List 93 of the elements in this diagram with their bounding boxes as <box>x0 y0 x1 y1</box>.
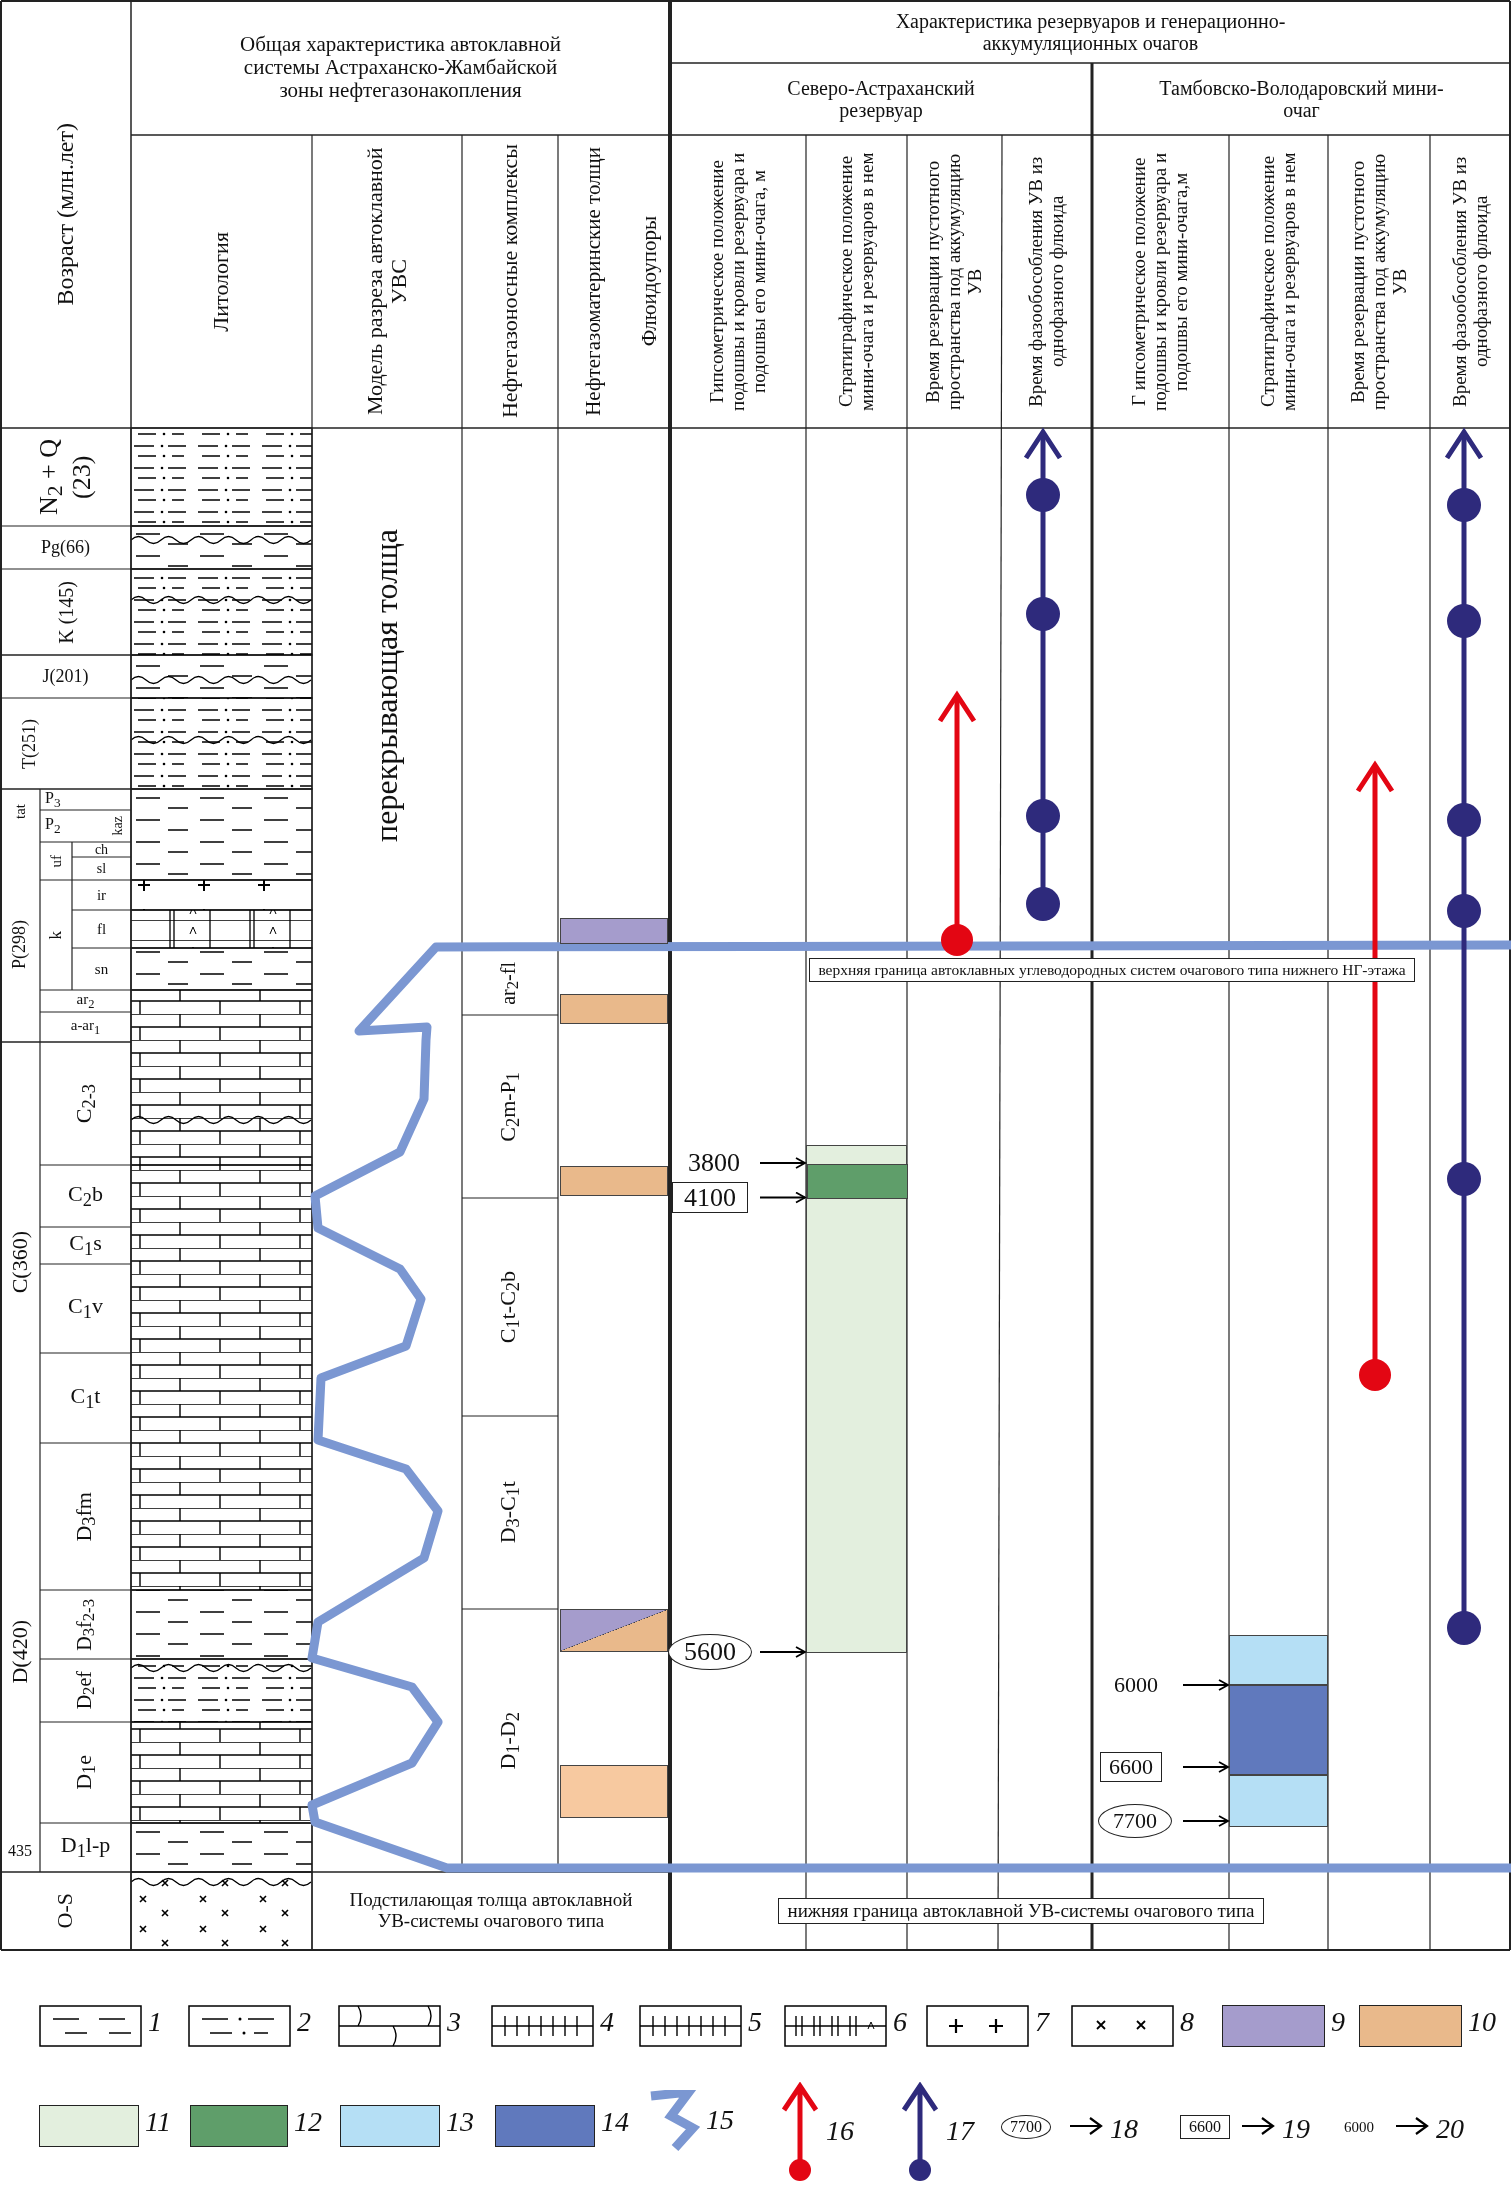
legend-label: 15 <box>706 2105 734 2136</box>
stratigraphic-index: k <box>46 930 66 940</box>
column-header: Время резервации пустотного пространства под аккумуляцию УВ <box>1347 152 1411 412</box>
column-header: Тамбовско-Володаровский мини-очаг <box>1158 77 1445 121</box>
age-label: T(251) <box>20 718 40 769</box>
depth-value: 6000 <box>1103 1670 1169 1700</box>
age-label: D(420) <box>7 1620 33 1684</box>
age-label: P(298) <box>10 919 30 969</box>
depth-value: 6600 <box>1100 1752 1162 1782</box>
stratigraphic-index: C$_{1}$t <box>70 1383 101 1413</box>
bar <box>560 1609 668 1652</box>
leader-arrow <box>1182 1761 1229 1773</box>
column-header: Модель разреза автоклавной УВС <box>362 146 412 418</box>
age-label: J(201) <box>42 666 89 687</box>
stratigraphic-index: C$_{1}$s <box>69 1231 102 1260</box>
legend-label: 18 <box>1110 2114 1138 2145</box>
legend-label: 8 <box>1180 2007 1194 2038</box>
legend-label: 13 <box>446 2107 474 2138</box>
depth-value: 5600 <box>668 1634 752 1670</box>
legend-label: 17 <box>946 2116 974 2147</box>
bar <box>1229 1635 1328 1685</box>
column-header: Возраст (млн.лет) <box>52 122 79 306</box>
legend-label: 12 <box>294 2107 322 2138</box>
boundary-note: нижняя граница автоклавной УВ-системы очагового типа <box>778 1897 1264 1925</box>
depth-value: 7700 <box>1098 1804 1172 1838</box>
boundary-note: верхняя граница автоклавных углеводородных систем очагового типа нижнего НГ-этажа <box>809 958 1415 982</box>
depth-value: 3800 <box>676 1147 752 1179</box>
stratigraphic-index: ar$_{2}$ <box>76 990 95 1012</box>
legend-label: 5 <box>748 2007 762 2038</box>
stratigraphic-index: kaz <box>110 816 126 836</box>
stratigraphic-index: C$_{1}$v <box>68 1294 103 1323</box>
legend-label: 2 <box>297 2007 311 2038</box>
legend-label: 4 <box>600 2007 614 2038</box>
stratigraphic-index: uf <box>47 854 65 868</box>
legend-label: 1 <box>148 2007 162 2038</box>
bar <box>560 918 668 944</box>
column-header: Северо-Астраханский резервуар <box>786 77 976 121</box>
stratigraphic-index: tat <box>11 804 29 819</box>
age-label: C(360) <box>7 1230 33 1294</box>
age-label: O-S <box>53 1893 78 1929</box>
leader-arrow <box>759 1157 806 1169</box>
leader-arrow <box>759 1646 806 1658</box>
legend-label: 9 <box>1331 2007 1345 2038</box>
leader-arrow <box>1182 1815 1229 1827</box>
stratigraphic-index: D$_{1}$l-p <box>60 1833 111 1862</box>
legend-label: 16 <box>826 2116 854 2147</box>
legend-label: 7 <box>1035 2007 1049 2038</box>
leader-arrow <box>1182 1679 1229 1691</box>
depth-value: 4100 <box>672 1182 748 1213</box>
legend-label: 14 <box>601 2107 629 2138</box>
stratigraphic-index: a-ar$_{1}$ <box>70 1016 101 1038</box>
section-label: перекрывающая толща <box>369 528 405 842</box>
column-header: Литология <box>209 231 234 332</box>
legend-label: 6 <box>893 2007 907 2038</box>
stratigraphic-index: P$_{3}$ <box>44 788 61 811</box>
bar <box>560 1765 668 1818</box>
age-label: 435 <box>8 1842 32 1860</box>
stratigraphic-index: sl <box>96 860 107 877</box>
legend-label: 3 <box>447 2007 461 2038</box>
sample-value: 6600 <box>1180 2115 1230 2139</box>
stratigraphic-index: P$_{2}$ <box>44 815 61 837</box>
column-header: Гипсометрическое положение подошвы и кровли резервуара и подошвы его мини-очага, м <box>706 151 770 413</box>
age-label: K (145) <box>54 580 77 644</box>
bar <box>560 994 668 1024</box>
column-header: Нефтегазоносные комплексы <box>497 144 523 419</box>
bar <box>560 1166 668 1196</box>
stratigraphic-index: sn <box>94 960 109 978</box>
sample-value: 6000 <box>1344 2118 1374 2136</box>
column-header: Характеристика резервуаров и генерационно-аккумуляционных очагов <box>894 9 1287 54</box>
stratigraphic-index: fl <box>96 920 107 938</box>
age-label: Pg(66) <box>41 537 90 558</box>
legend-label: 11 <box>145 2107 171 2138</box>
leader-arrow <box>759 1191 806 1204</box>
column-header: Флюидоупоры <box>638 216 662 347</box>
stratigraphic-index: ir <box>96 886 107 904</box>
column-header: Нефтегазоматеринские толщи <box>582 147 606 416</box>
legend-label: 20 <box>1436 2114 1464 2145</box>
column-header: Стратиграфическое положение мини-очага и резервуаров в нем <box>1257 151 1300 413</box>
bar <box>807 1164 908 1199</box>
section-label: Подстилающая толща автоклавной УВ-системы очагового типа <box>348 1890 634 1932</box>
column-header: Время фазообособления УВ из однофазного флюида <box>1026 155 1068 409</box>
stratigraphic-index: C$_{2}$b <box>68 1181 103 1211</box>
bar <box>1229 1775 1328 1827</box>
column-header: Время фазообособления УВ из однофазного флюида <box>1449 155 1492 409</box>
bar <box>806 1145 907 1653</box>
column-header: Время резервации пустотного пространства под аккумуляцию УВ <box>923 152 986 412</box>
column-header: Общая характеристика автоклавной системы Астраханско-Жамбайской зоны нефтегазонакопления <box>239 32 562 103</box>
legend-label: 10 <box>1468 2007 1496 2038</box>
column-header: Стратиграфическое положение мини-очага и резервуаров в нем <box>835 151 878 413</box>
legend-label: 19 <box>1282 2114 1310 2145</box>
stratigraphic-index: ch <box>94 841 109 858</box>
bar <box>1229 1685 1328 1775</box>
sample-value: 7700 <box>1001 2115 1051 2139</box>
